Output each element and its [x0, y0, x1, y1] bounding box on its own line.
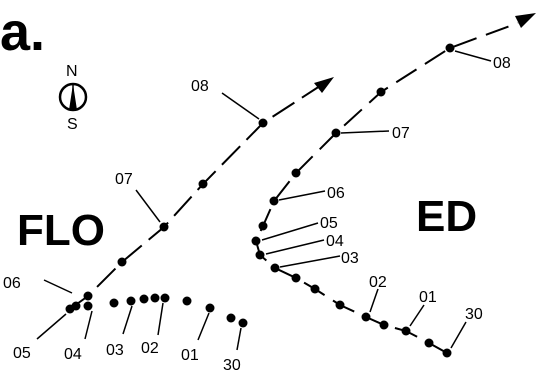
panel-label: a.	[0, 2, 45, 62]
ed-track-point	[361, 312, 371, 322]
flo-day-label: 04	[64, 346, 82, 363]
flo-day-label: 08	[191, 78, 209, 95]
ed-track-point	[331, 128, 341, 138]
flo-day-label: 01	[181, 347, 199, 364]
flo-track-point	[258, 118, 268, 128]
ed-track-point	[270, 263, 280, 273]
ed-leader-line	[409, 304, 425, 327]
ed-day-label: 02	[369, 274, 387, 291]
flo-track-point	[83, 291, 93, 301]
ed-track-point	[401, 326, 411, 336]
ed-day-label: 04	[326, 233, 344, 250]
ed-leader-line	[340, 130, 390, 134]
flo-leader-line	[157, 302, 164, 336]
flo-day-label: 03	[106, 342, 124, 359]
flo-track-point	[126, 296, 136, 306]
flo-track-line	[69, 83, 324, 310]
ed-track-line	[254, 22, 519, 354]
flo-day-label: 06	[3, 275, 21, 292]
flo-day-label: 05	[13, 345, 31, 362]
flo-track-point	[83, 301, 93, 311]
flo-track-arrowhead	[314, 77, 334, 93]
compass-north-label: N	[66, 63, 78, 80]
ed-track-point	[445, 43, 455, 53]
flo-leader-line	[221, 92, 260, 120]
flo-leader-line	[236, 327, 242, 351]
flo-leader-line	[122, 305, 133, 335]
flo-track-point	[71, 301, 81, 311]
ed-track-point	[291, 273, 301, 283]
ed-day-label: 03	[341, 250, 359, 267]
flo-leader-line	[43, 279, 73, 294]
flo-leader-line	[84, 310, 93, 340]
flo-track-point	[159, 222, 169, 232]
flo-day-label: 30	[223, 357, 241, 374]
flo-track-point	[238, 318, 248, 328]
flo-leader-line	[36, 313, 67, 340]
ed-day-label: 01	[419, 289, 437, 306]
flo-track-point	[139, 294, 149, 304]
flo-track: 06 07 08 05 04 03 02 01 30	[3, 77, 334, 374]
ed-leader-line	[450, 321, 467, 349]
ed-leader-line	[261, 222, 319, 241]
flo-day-label: 07	[115, 171, 133, 188]
flo-track-point	[150, 293, 160, 303]
ed-track-point	[376, 87, 386, 97]
ed-leader-line	[278, 190, 326, 201]
ed-track: 08 07 06 05 04 03 02 01 30	[251, 13, 536, 358]
compass-icon	[58, 82, 88, 112]
flo-track-point	[117, 257, 127, 267]
ed-track-point	[379, 320, 389, 330]
flo-track-point	[109, 298, 119, 308]
flo-leader-line	[135, 189, 161, 223]
ed-track-points	[251, 43, 455, 358]
flo-track-point	[198, 179, 208, 189]
ed-track-point	[251, 236, 261, 246]
flo-track-points	[65, 118, 268, 328]
ed-track-point	[310, 284, 320, 294]
ed-leader-line	[369, 288, 379, 313]
flo-track-point	[160, 293, 170, 303]
flo-day-label: 02	[141, 340, 159, 357]
ed-leader-line	[265, 239, 325, 255]
ed-track-point	[258, 221, 268, 231]
ed-day-label: 30	[465, 306, 483, 323]
ed-day-label: 07	[392, 125, 410, 142]
ed-track-point	[335, 300, 345, 310]
ed-track-arrowhead	[515, 13, 536, 28]
flo-track-point	[226, 313, 236, 323]
flo-track-point	[205, 303, 215, 313]
ed-day-label: 06	[327, 185, 345, 202]
ed-track-point	[269, 196, 279, 206]
storm-name-flo: FLO	[17, 206, 105, 255]
compass-south-label: S	[67, 116, 78, 133]
flo-track-point	[182, 296, 192, 306]
ed-leader-line	[454, 50, 492, 62]
storm-name-ed: ED	[416, 192, 477, 241]
flo-leader-lines	[36, 92, 260, 351]
ed-track-point	[442, 348, 452, 358]
ed-day-label: 08	[493, 55, 511, 72]
flo-leader-line	[197, 312, 210, 341]
ed-track-point	[255, 250, 265, 260]
ed-track-point	[424, 338, 434, 348]
ed-track-point	[291, 168, 301, 178]
ed-leader-lines	[261, 50, 492, 349]
ed-leader-line	[279, 255, 341, 268]
ed-day-label: 05	[320, 215, 338, 232]
